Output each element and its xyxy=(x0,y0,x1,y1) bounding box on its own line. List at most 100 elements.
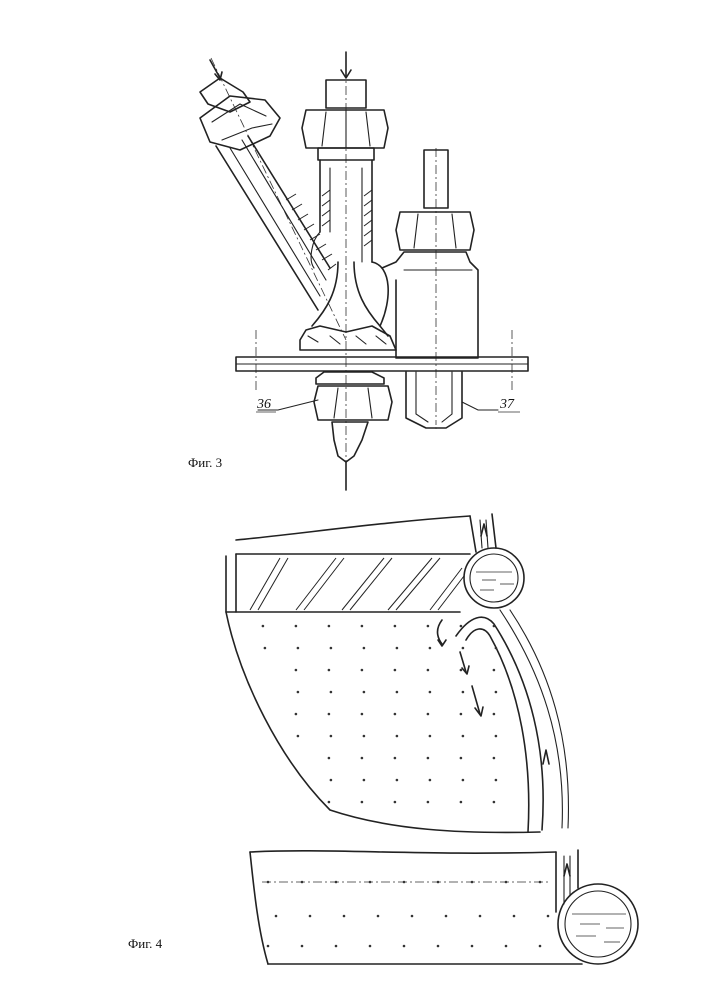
texture-dot xyxy=(493,625,496,628)
texture-dot xyxy=(328,801,331,804)
base-plate xyxy=(236,330,528,392)
texture-dot xyxy=(403,881,406,884)
texture-dot xyxy=(295,669,298,672)
texture-dot xyxy=(460,757,463,760)
texture-dot xyxy=(493,669,496,672)
texture-dot xyxy=(493,757,496,760)
texture-dot xyxy=(493,713,496,716)
figure-4-drawing xyxy=(226,514,638,964)
texture-dot xyxy=(267,945,270,948)
texture-dot xyxy=(427,669,430,672)
texture-dot xyxy=(495,735,498,738)
texture-dot xyxy=(330,691,333,694)
lower-outlet-37 xyxy=(406,372,462,428)
upper-section xyxy=(226,516,540,832)
texture-dot xyxy=(495,691,498,694)
texture-dot xyxy=(330,779,333,782)
texture-dot xyxy=(363,735,366,738)
figure-3-caption: Фиг. 3 xyxy=(188,455,222,471)
texture-dot xyxy=(495,779,498,782)
texture-dot xyxy=(429,779,432,782)
texture-dot xyxy=(427,757,430,760)
texture-dot xyxy=(328,625,331,628)
texture-dot xyxy=(437,881,440,884)
texture-dot xyxy=(505,881,508,884)
texture-dot xyxy=(539,945,542,948)
texture-dot xyxy=(363,647,366,650)
texture-dot xyxy=(471,881,474,884)
texture-dot xyxy=(335,881,338,884)
texture-dot xyxy=(396,647,399,650)
texture-dot xyxy=(460,801,463,804)
texture-dot xyxy=(462,647,465,650)
right-block xyxy=(382,148,478,425)
texture-dot xyxy=(493,801,496,804)
texture-dot xyxy=(297,735,300,738)
texture-dot xyxy=(437,945,440,948)
texture-dot xyxy=(394,625,397,628)
callout-37: 37 xyxy=(499,397,515,412)
texture-dot xyxy=(361,801,364,804)
texture-dot xyxy=(411,915,414,918)
texture-dot xyxy=(394,801,397,804)
texture-dot xyxy=(429,691,432,694)
texture-dot xyxy=(396,691,399,694)
figure-4-caption: Фиг. 4 xyxy=(128,936,162,952)
texture-dot xyxy=(462,779,465,782)
texture-dot xyxy=(369,881,372,884)
lower-section xyxy=(250,851,582,964)
texture-dot xyxy=(309,915,312,918)
texture-dot xyxy=(460,669,463,672)
texture-dot xyxy=(471,945,474,948)
lower-nut-36 xyxy=(314,372,392,490)
texture-dot xyxy=(275,915,278,918)
texture-dot xyxy=(429,647,432,650)
texture-dot xyxy=(361,669,364,672)
curved-tube xyxy=(438,610,569,832)
texture-dot xyxy=(262,625,265,628)
texture-dot xyxy=(462,735,465,738)
texture-dot xyxy=(513,915,516,918)
texture-dot xyxy=(377,915,380,918)
texture-dot xyxy=(297,691,300,694)
texture-dot xyxy=(394,757,397,760)
texture-dot xyxy=(445,915,448,918)
texture-dot xyxy=(361,713,364,716)
texture-dot xyxy=(297,647,300,650)
texture-dot xyxy=(369,945,372,948)
texture-dot xyxy=(460,625,463,628)
texture-dot xyxy=(394,669,397,672)
texture-dot xyxy=(479,915,482,918)
texture-dot xyxy=(328,757,331,760)
texture-dot xyxy=(264,647,267,650)
texture-dot xyxy=(427,625,430,628)
vertical-nozzle xyxy=(300,52,396,480)
texture-dot xyxy=(328,669,331,672)
upper-manifold xyxy=(464,514,524,608)
texture-dot xyxy=(330,735,333,738)
texture-dot xyxy=(343,915,346,918)
texture-dot xyxy=(396,779,399,782)
texture-dot xyxy=(301,881,304,884)
texture-dot xyxy=(495,647,498,650)
texture-dot xyxy=(301,945,304,948)
inclined-nozzle xyxy=(200,58,346,340)
texture-dot xyxy=(295,625,298,628)
texture-dot xyxy=(267,881,270,884)
texture-dot xyxy=(328,713,331,716)
texture-dot xyxy=(539,881,542,884)
texture-dot xyxy=(363,779,366,782)
texture-dot xyxy=(429,735,432,738)
texture-dot xyxy=(361,625,364,628)
texture-dot xyxy=(394,713,397,716)
texture-dot xyxy=(295,713,298,716)
texture-dot xyxy=(547,915,550,918)
texture-dot xyxy=(427,801,430,804)
dot-pattern-upper xyxy=(262,625,498,804)
dot-pattern-lower xyxy=(267,881,550,948)
lower-manifold xyxy=(556,850,638,964)
callout-36: 36 xyxy=(256,397,271,412)
texture-dot xyxy=(462,691,465,694)
texture-dot xyxy=(335,945,338,948)
